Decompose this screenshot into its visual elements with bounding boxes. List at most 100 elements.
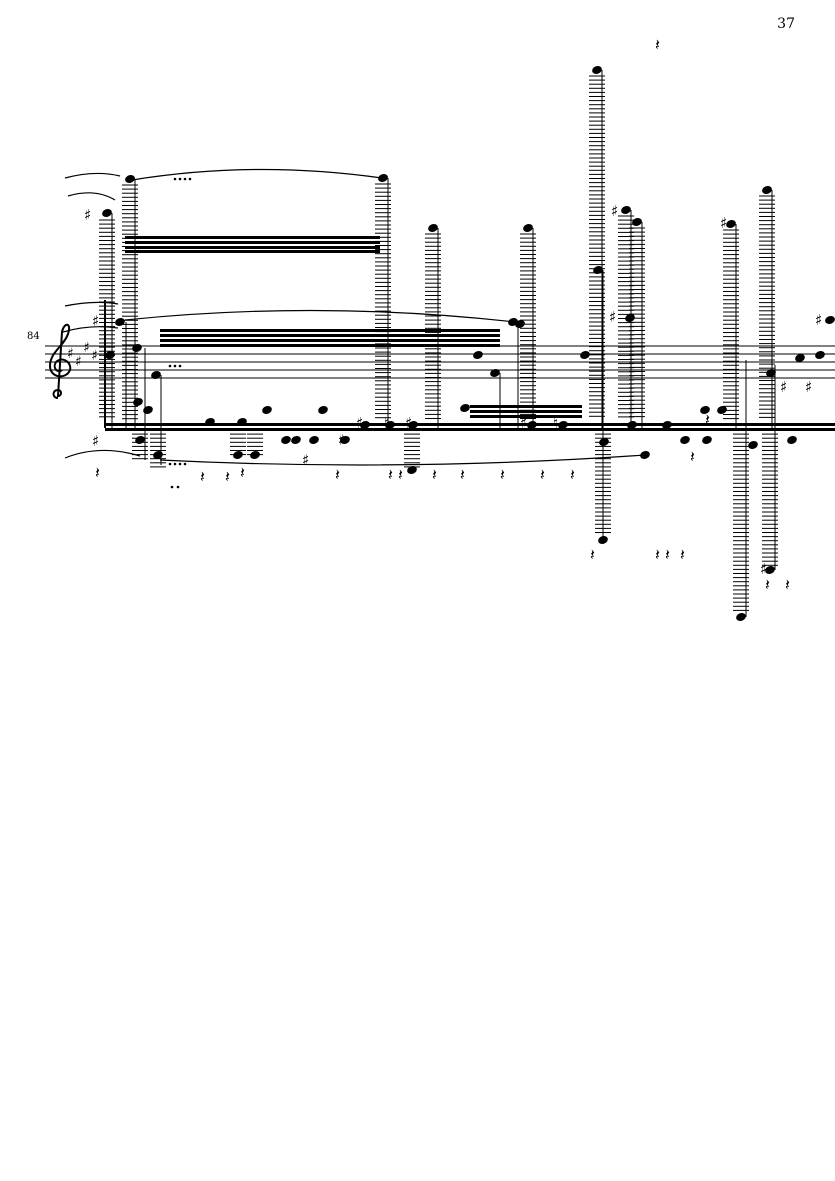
rest-icon: 𝄽 [388, 465, 393, 484]
notehead [460, 404, 470, 412]
notehead [593, 266, 603, 274]
rest-icon: 𝄽 [240, 463, 245, 482]
notehead [133, 398, 143, 406]
svg-text:♯: ♯ [83, 340, 90, 356]
notehead [748, 441, 758, 449]
notehead [621, 206, 631, 214]
rest-icon: 𝄽 [432, 465, 437, 484]
rest-icon: 𝄽 [655, 545, 660, 564]
rest-icon: 𝄽 [95, 463, 100, 482]
notehead [473, 351, 483, 359]
page-number: 37 [777, 16, 795, 32]
slurs [62, 168, 646, 466]
notehead [407, 466, 417, 474]
notehead [640, 451, 650, 459]
notehead [125, 175, 135, 183]
rest-icon: 𝄽 [500, 465, 505, 484]
notehead [592, 66, 602, 74]
notehead [102, 209, 112, 217]
notehead [702, 436, 712, 444]
rest-icon: 𝄽 [335, 465, 340, 484]
notehead [765, 566, 775, 574]
notehead [523, 224, 533, 232]
notehead [599, 438, 609, 446]
notehead [318, 406, 328, 414]
sharp-icon: ♯ [338, 431, 345, 449]
rest-icon: 𝄽 [680, 545, 685, 564]
notehead [490, 369, 500, 377]
svg-text:♯: ♯ [91, 348, 98, 364]
notehead [428, 224, 438, 232]
notehead [662, 421, 672, 429]
noteheads [102, 66, 835, 621]
notehead [205, 418, 215, 426]
svg-text:♯: ♯ [75, 354, 82, 370]
notehead [250, 451, 260, 459]
natural-icon: ♮ [384, 414, 389, 432]
accidentals: ♯♯♯♯♯♯♯♮♯♯♮♯♯♯♯♯♯ [84, 202, 822, 578]
sharp-icon: ♯ [356, 414, 363, 432]
notehead [815, 351, 825, 359]
sharp-icon: ♯ [92, 312, 99, 330]
notehead [132, 344, 142, 352]
svg-text:♯: ♯ [67, 346, 74, 362]
notehead [766, 369, 776, 377]
notehead [558, 421, 568, 429]
stems [111, 70, 776, 617]
sharp-icon: ♯ [780, 378, 787, 396]
notehead [625, 314, 635, 322]
notehead [237, 418, 247, 426]
rest-icon: 𝄽 [705, 410, 710, 429]
notehead [717, 406, 727, 414]
beams [105, 236, 835, 431]
natural-icon: ♮ [553, 414, 558, 432]
notehead [291, 436, 301, 444]
notehead [787, 436, 797, 444]
sharp-icon: ♯ [760, 560, 767, 578]
rest-icon: 𝄽 [690, 447, 695, 466]
music-notation: ♯ ♯ ♯ ♯ [45, 35, 835, 621]
notehead [135, 436, 145, 444]
notehead [151, 371, 161, 379]
rest-icon: 𝄽 [460, 465, 465, 484]
notehead [360, 421, 370, 429]
sharp-icon: ♯ [92, 432, 99, 450]
notehead [795, 354, 805, 362]
notehead [262, 406, 272, 414]
notehead [580, 351, 590, 359]
rest-icon: 𝄽 [200, 467, 205, 486]
measure-number: 84 [27, 331, 40, 342]
notehead [115, 318, 125, 326]
notehead [309, 436, 319, 444]
notehead [762, 186, 772, 194]
augmentation-dots [168, 177, 192, 489]
notehead [632, 218, 642, 226]
notehead [680, 436, 690, 444]
sharp-icon: ♯ [815, 311, 822, 329]
sharp-icon: ♯ [611, 202, 618, 220]
notehead [143, 406, 153, 414]
notehead [408, 421, 418, 429]
rest-icon: 𝄽 [225, 467, 230, 486]
treble-clef-icon [48, 323, 72, 399]
sharp-icon: ♯ [720, 214, 727, 232]
rest-icon: 𝄽 [655, 35, 660, 54]
rest-icon: 𝄽 [570, 465, 575, 484]
sharp-icon: ♯ [84, 206, 91, 224]
rest-icon: 𝄽 [398, 465, 403, 484]
sharp-icon: ♯ [405, 414, 412, 432]
notehead [726, 220, 736, 228]
notehead [825, 316, 835, 324]
notehead [233, 451, 243, 459]
rest-icon: 𝄽 [765, 575, 770, 594]
notehead [627, 421, 637, 429]
sharp-icon: ♯ [609, 308, 616, 326]
notehead [527, 421, 537, 429]
notehead [378, 174, 388, 182]
notehead [153, 451, 163, 459]
notehead [340, 436, 350, 444]
notehead [736, 613, 746, 621]
sharp-icon: ♯ [805, 378, 812, 396]
rest-icon: 𝄽 [540, 465, 545, 484]
rest-icon: 𝄽 [785, 575, 790, 594]
